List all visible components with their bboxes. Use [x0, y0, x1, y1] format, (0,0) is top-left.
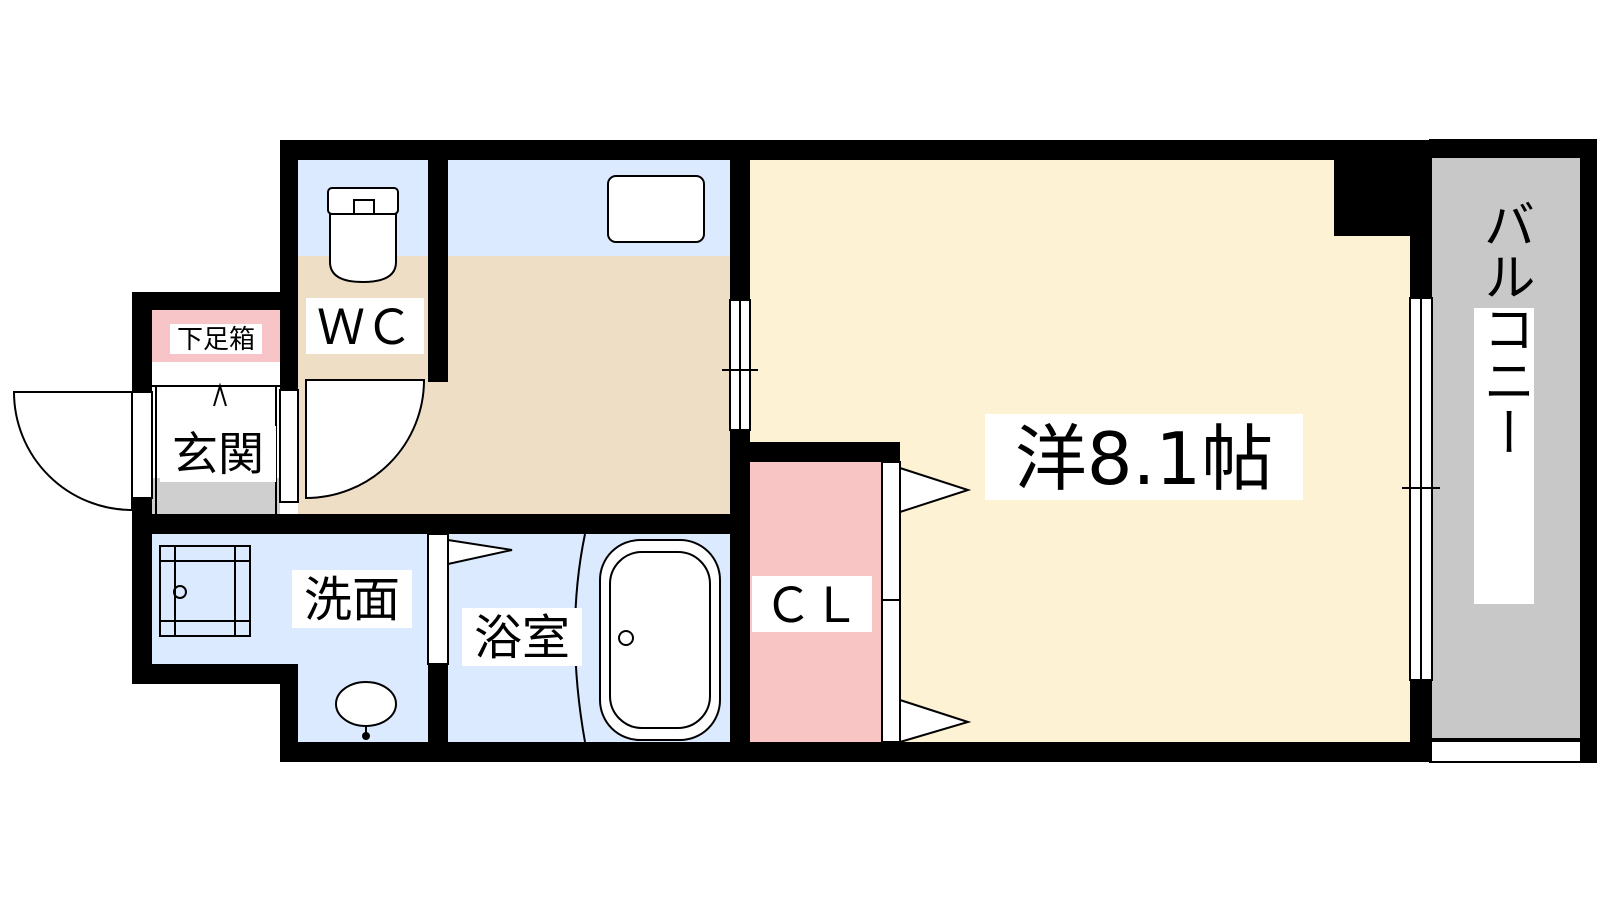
toilet-icon [327, 187, 399, 284]
closet-label: ＣＬ [764, 578, 860, 634]
entrance-label: 玄関 [172, 427, 264, 481]
entrance-floor-tile [152, 478, 280, 514]
washing-machine-icon [159, 545, 251, 637]
shoe-box-label: 下足箱 [177, 325, 255, 355]
balcony-window [1402, 297, 1440, 681]
balcony-label: バルコニー [1474, 198, 1534, 458]
bathtub-icon [574, 533, 721, 743]
bathroom-door [427, 533, 513, 665]
sink-icon [335, 681, 397, 740]
wc-door [279, 379, 426, 503]
closet-doors [881, 461, 972, 744]
wc-label: ＷＣ [317, 300, 413, 356]
western-room-label: 洋8.1帖 [1015, 417, 1274, 501]
shoe-box-marker [213, 382, 227, 407]
front-door [12, 391, 153, 512]
walls [132, 140, 1596, 762]
washroom-label: 洗面 [304, 572, 400, 628]
kitchen-counter-icon [607, 175, 705, 243]
bathroom-label: 浴室 [474, 610, 570, 666]
kitchen-sliding-door [722, 299, 758, 431]
